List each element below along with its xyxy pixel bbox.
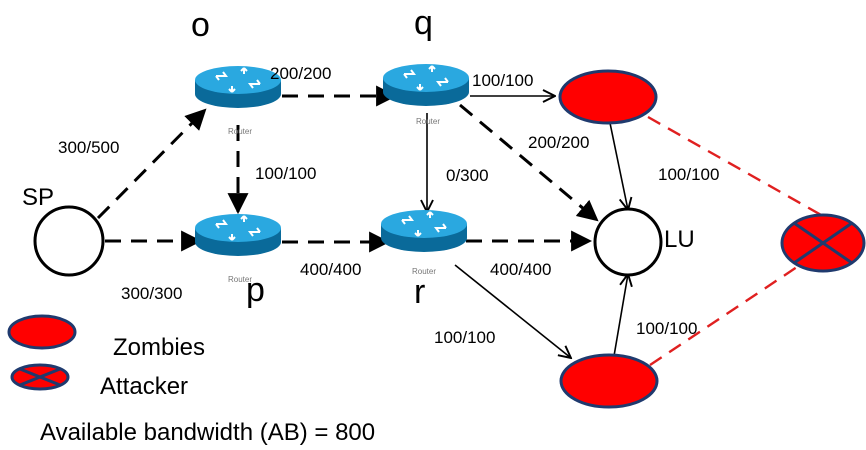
label-q: q bbox=[414, 4, 433, 42]
zombie-node-top bbox=[558, 69, 658, 125]
edge-label-q-zombie1: 100/100 bbox=[472, 71, 533, 90]
edge-q-lu bbox=[459, 103, 599, 222]
edge-zombie1-attacker bbox=[647, 115, 831, 222]
edge-label-zombie2-lu: 100/100 bbox=[636, 319, 697, 338]
legend-attacker-swatch bbox=[10, 363, 70, 391]
legend-zombies-label: Zombies bbox=[113, 334, 205, 361]
router-q-icon bbox=[382, 63, 470, 107]
edge-r-zombie2 bbox=[454, 264, 571, 358]
edge-label-r-zombie2: 100/100 bbox=[434, 328, 495, 347]
router-r-icon bbox=[380, 209, 468, 253]
edge-label-q-r: 0/300 bbox=[446, 166, 489, 185]
label-o: o bbox=[191, 6, 210, 44]
available-bandwidth-text: Available bandwidth (AB) = 800 bbox=[40, 419, 375, 446]
label-p: p bbox=[246, 271, 265, 309]
router-r-caption: Router bbox=[412, 267, 436, 276]
edge-label-sp-p: 300/300 bbox=[121, 284, 182, 303]
edge-zombie2-lu bbox=[613, 274, 628, 357]
edge-label-sp-o: 300/500 bbox=[58, 138, 119, 157]
edge-zombie2-attacker bbox=[649, 264, 801, 366]
label-sp: SP bbox=[22, 184, 54, 211]
router-o-caption: Router bbox=[228, 127, 252, 136]
edge-label-r-lu: 400/400 bbox=[490, 260, 551, 279]
edge-sp-o bbox=[96, 108, 207, 220]
node-lu bbox=[593, 207, 663, 277]
router-p-icon bbox=[194, 213, 282, 257]
zombie-node-bottom bbox=[559, 353, 659, 409]
legend-zombie-swatch bbox=[7, 314, 77, 350]
edge-label-zombie1-attacker: 100/100 bbox=[658, 165, 719, 184]
attacker-node bbox=[780, 213, 866, 273]
edge-label-o-p: 100/100 bbox=[255, 164, 316, 183]
router-p-caption: Router bbox=[228, 275, 252, 284]
router-o-icon bbox=[194, 65, 282, 109]
edge-label-o-q: 200/200 bbox=[270, 64, 331, 83]
edge-label-zombie1-lu: 200/200 bbox=[528, 133, 589, 152]
router-q-caption: Router bbox=[416, 117, 440, 126]
label-r: r bbox=[414, 273, 425, 311]
legend-attacker-label: Attacker bbox=[100, 373, 188, 400]
edge-zombie1-lu bbox=[609, 122, 628, 210]
label-lu: LU bbox=[664, 226, 695, 253]
edge-label-p-r: 400/400 bbox=[300, 260, 361, 279]
node-sp bbox=[33, 205, 105, 277]
